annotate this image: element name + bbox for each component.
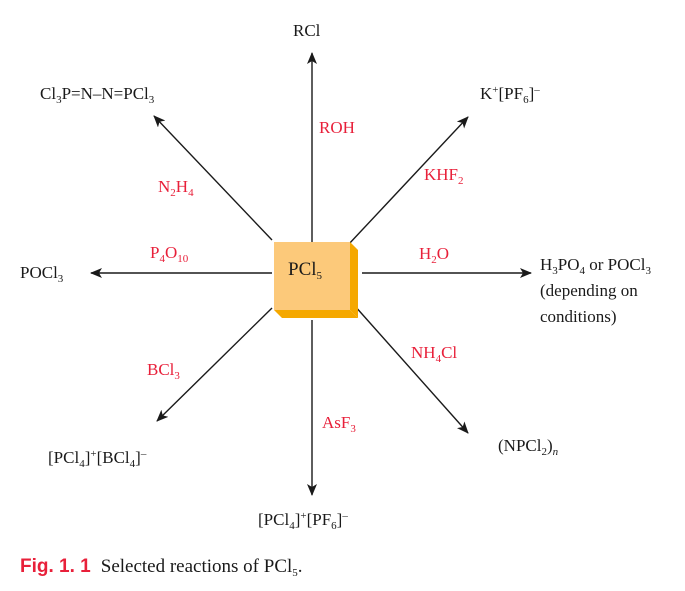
product-up-left: Cl3P=N–N=PCl3: [40, 84, 155, 106]
product-right-line3: conditions): [540, 307, 617, 326]
arrow-up-right: [347, 116, 469, 246]
reagent-right: H2O: [419, 244, 450, 266]
product-down-right: (NPCl2)n: [498, 436, 559, 458]
product-down-left: [PCl4]+[BCl4]–: [48, 448, 147, 470]
figure-number: Fig. 1. 1: [20, 556, 91, 577]
reagent-up-right: KHF2: [424, 165, 464, 187]
arrow-up-left: [153, 115, 273, 241]
reagent-down-left: BCl3: [147, 360, 180, 382]
product-left: POCl3: [20, 263, 64, 285]
arrow-down-right: [353, 304, 469, 434]
reagent-down-right: NH4Cl: [411, 343, 458, 365]
center-formula: PCl5: [288, 259, 323, 282]
product-up-right: K+[PF6]–: [480, 84, 540, 106]
product-right-line2: (depending on: [540, 281, 638, 300]
pcl5-box: [274, 242, 350, 310]
reagent-left: P4O10: [150, 243, 189, 265]
figure-caption: Fig. 1. 1 Selected reactions of PCl5.: [20, 556, 303, 579]
box-bottom-shade: [274, 310, 358, 318]
reagent-up-left: N2H4: [158, 177, 194, 199]
reagent-down: AsF3: [322, 413, 356, 435]
product-right: H3PO4 or POCl3: [540, 255, 651, 277]
product-down: [PCl4]+[PF6]–: [258, 510, 348, 532]
product-up: RCl: [293, 21, 321, 40]
reagent-up: ROH: [319, 118, 355, 137]
figure-caption-text: Selected reactions of PCl5.: [100, 556, 303, 579]
box-side-shade: [350, 242, 358, 318]
arrow-down-left: [156, 307, 273, 422]
